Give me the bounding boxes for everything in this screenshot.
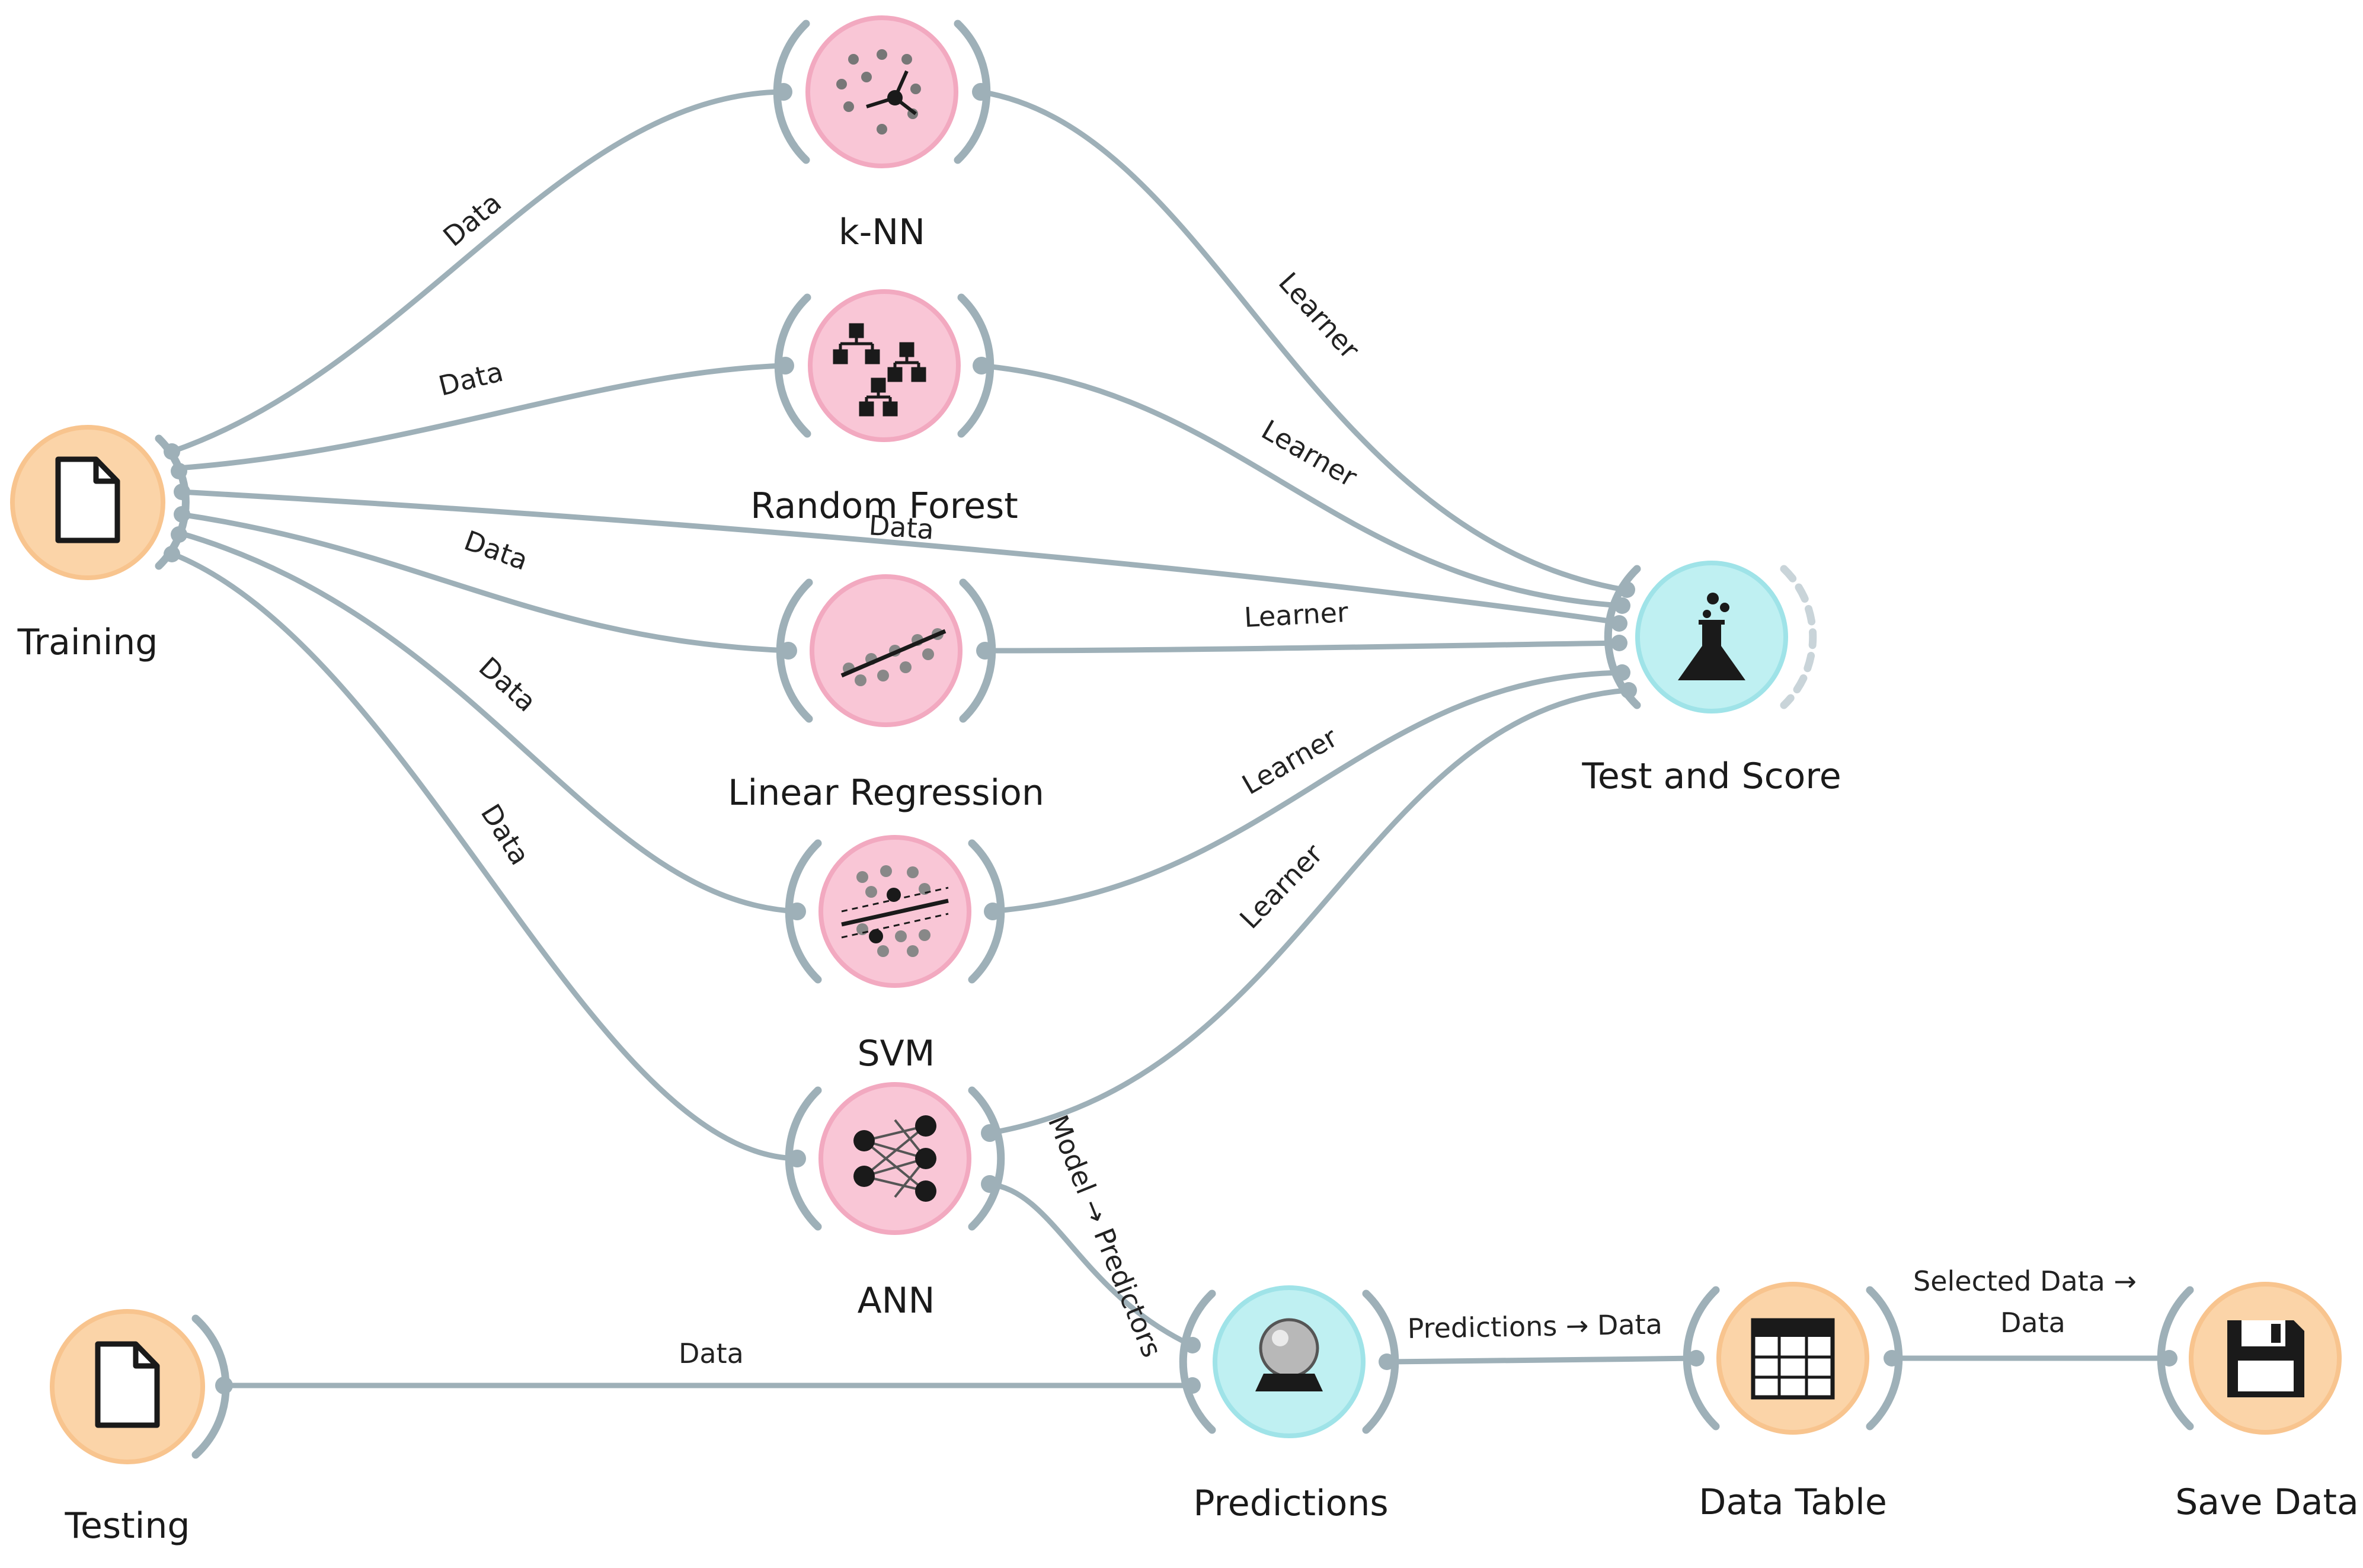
node-circle	[805, 15, 958, 168]
link-label: Learner	[1237, 721, 1343, 801]
input-bracket	[1683, 1286, 1720, 1431]
regression-line-icon	[840, 628, 947, 686]
link-ann-test-and-score[interactable]	[989, 687, 1627, 1136]
node-testing[interactable]: Testing	[50, 1309, 233, 1547]
link-label: Data	[460, 524, 532, 577]
node-label: Data Table	[1699, 1481, 1887, 1523]
node-random-forest[interactable]: Random Forest	[750, 289, 1018, 527]
crystal-ball-icon	[1255, 1318, 1323, 1391]
knn-scatter-icon	[836, 49, 921, 135]
link-training-random-forest[interactable]	[177, 363, 783, 471]
link-training-knn[interactable]	[171, 89, 783, 455]
link-training-test-and-score[interactable]	[180, 489, 1619, 625]
link-svm-test-and-score[interactable]	[989, 670, 1625, 914]
node-label: Test and Score	[1581, 756, 1841, 797]
output-bracket	[1780, 565, 1817, 709]
link-labels: Data Data Data Data Data Data Learner Le…	[436, 186, 2137, 1369]
node-data-table[interactable]: Data Table	[1683, 1282, 1903, 1523]
link-label: Data	[2000, 1307, 2065, 1339]
link-label: Data	[475, 798, 536, 871]
input-bracket	[1179, 1289, 1216, 1434]
link-label: Predictions → Data	[1407, 1308, 1662, 1345]
node-save-data[interactable]: Save Data	[2157, 1282, 2359, 1523]
node-label: Testing	[65, 1505, 190, 1547]
flask-icon	[1678, 593, 1745, 680]
link-predictions-data-table[interactable]	[1386, 1355, 1697, 1365]
node-label: ANN	[858, 1280, 935, 1321]
neural-network-icon	[853, 1115, 936, 1202]
svm-margin-icon	[841, 865, 949, 957]
file-icon	[55, 456, 120, 543]
link-label: Data	[436, 356, 507, 402]
node-label: Linear Regression	[728, 772, 1044, 814]
node-label: Random Forest	[750, 485, 1018, 527]
link-label: Data	[679, 1337, 744, 1369]
link-knn-test-and-score[interactable]	[980, 89, 1625, 593]
link-label: Learner	[1233, 838, 1329, 935]
link-linear-regression-test-and-score[interactable]	[983, 640, 1622, 654]
node-circle	[808, 289, 961, 442]
link-training-linear-regression[interactable]	[180, 511, 789, 654]
link-label: Learner	[1243, 596, 1349, 633]
node-knn[interactable]: k-NN	[773, 15, 991, 253]
node-label: Save Data	[2175, 1481, 2359, 1523]
output-anchor	[215, 1377, 233, 1394]
node-label: Predictions	[1193, 1483, 1388, 1524]
node-circle	[810, 574, 963, 727]
node-label: k-NN	[839, 212, 925, 253]
link-label: Data	[437, 186, 507, 252]
node-ann[interactable]: ANN	[785, 1082, 1005, 1321]
node-test-and-score[interactable]: Test and Score	[1581, 561, 1841, 797]
node-label: SVM	[858, 1033, 935, 1074]
node-svm[interactable]: SVM	[785, 835, 1005, 1074]
node-linear-regression[interactable]: Linear Regression	[728, 574, 1044, 814]
floppy-disk-icon	[2227, 1320, 2304, 1397]
links	[171, 89, 2169, 1388]
node-circle	[818, 1082, 971, 1235]
node-training[interactable]: Training	[10, 425, 190, 663]
table-icon	[1751, 1318, 1835, 1400]
link-ann-predictions[interactable]	[988, 1181, 1192, 1348]
output-anchor	[164, 443, 180, 460]
tree-icon	[833, 323, 926, 417]
output-bracket	[968, 1086, 1005, 1231]
node-label: Training	[17, 622, 158, 663]
link-label: Data	[868, 509, 935, 546]
link-label: Selected Data →	[1913, 1265, 2137, 1297]
node-predictions[interactable]: Predictions	[1179, 1285, 1399, 1524]
link-training-svm[interactable]	[180, 530, 798, 914]
link-label: Data	[473, 651, 543, 718]
link-random-forest-test-and-score[interactable]	[980, 363, 1622, 609]
file-icon	[95, 1341, 160, 1428]
link-training-ann[interactable]	[172, 551, 798, 1161]
